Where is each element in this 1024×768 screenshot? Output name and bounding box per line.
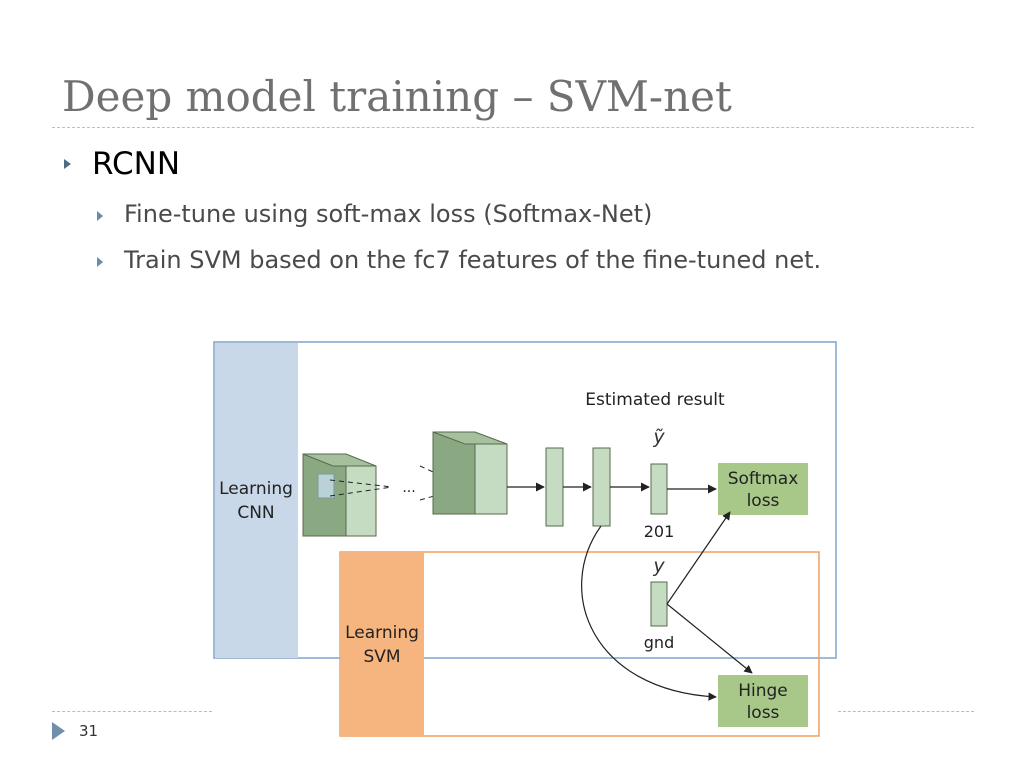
softmax-loss-label-line2: loss [747, 491, 780, 511]
learning-svm-label-line2: SVM [363, 647, 400, 667]
conv-block-input [302, 453, 377, 537]
bullet-rcnn: RCNN [92, 146, 181, 182]
learning-svm-panel [341, 553, 424, 736]
layers-ellipsis: ... [402, 480, 415, 496]
bullet-train-svm: Train SVM based on the fc7 features of t… [124, 246, 822, 274]
output-layer [650, 463, 668, 515]
gnd-label: gnd [644, 633, 674, 652]
learning-svm-label-line1: Learning [345, 623, 419, 643]
fc7-layer [592, 447, 611, 527]
hinge-loss-label-line2: loss [747, 703, 780, 723]
output-dimension-label: 201 [644, 522, 675, 541]
ground-truth-vector [650, 581, 668, 627]
footer-divider-right [838, 711, 974, 712]
sub-bullet-arrow-icon [97, 257, 103, 267]
page-marker-icon [52, 722, 65, 740]
softmax-loss-label-line1: Softmax [728, 469, 799, 489]
learning-cnn-panel [215, 343, 298, 658]
fc6-layer [545, 447, 564, 527]
bullet-arrow-icon [64, 159, 71, 169]
title-divider [52, 127, 974, 128]
svm-region-frame [339, 551, 820, 737]
page-number: 31 [79, 722, 99, 740]
sub-bullet-arrow-icon [97, 211, 103, 221]
hinge-loss-box [718, 675, 808, 727]
conv-block-last [432, 431, 508, 515]
softmax-loss-box [718, 463, 808, 515]
hinge-loss-label-line1: Hinge [738, 681, 788, 701]
learning-cnn-label-line2: CNN [237, 503, 274, 523]
slide-title: Deep model training – SVM-net [62, 72, 732, 121]
y-tilde-symbol: ỹ [652, 426, 665, 448]
learning-cnn-label-line1: Learning [219, 479, 293, 499]
bullet-fine-tune: Fine-tune using soft-max loss (Softmax-N… [124, 200, 653, 228]
y-symbol: y [652, 555, 665, 577]
estimated-result-label: Estimated result [585, 390, 725, 410]
footer-divider-left [52, 711, 212, 712]
